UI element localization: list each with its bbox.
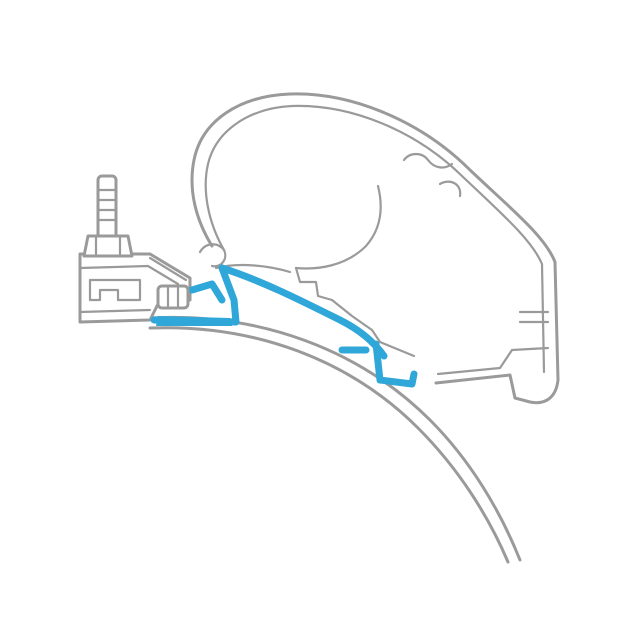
cassette-inner-shell [204, 104, 546, 374]
cassette-rear-wall [294, 184, 382, 270]
bracket-base-line [78, 308, 152, 314]
roof-inner-line [148, 326, 510, 564]
cassette-bottom-edge [294, 266, 416, 358]
cassette-hook-top [402, 152, 454, 169]
bolt [82, 174, 134, 258]
vehicle-roof-curve [148, 315, 522, 564]
bracket-top-edge [78, 264, 180, 286]
junction-nut-facets [166, 286, 180, 308]
cassette-front-hook [198, 243, 227, 268]
bracket-channel [88, 278, 142, 302]
cassette-end-cap [518, 310, 550, 324]
bolt-shaft [96, 174, 118, 240]
adapter-foot [372, 340, 418, 388]
adapter-arm [218, 264, 388, 360]
roof-rail-bracket [78, 252, 192, 324]
adapter-profile [150, 264, 418, 388]
adapter-base-plate [156, 316, 232, 326]
bolt-nut-facets [94, 236, 122, 256]
roof-outer-line [148, 315, 522, 562]
junction-nut [156, 284, 190, 310]
awning-cassette-profile [190, 92, 560, 405]
cassette-hook-inner [438, 180, 462, 198]
bolt-nut [82, 234, 134, 258]
cassette-lower-lip [436, 346, 550, 376]
adapter-clip [188, 280, 226, 304]
bolt-thread [97, 188, 117, 222]
bracket-slope [148, 256, 188, 282]
cassette-outer-shell [190, 92, 560, 405]
junction-bolt [156, 284, 190, 310]
